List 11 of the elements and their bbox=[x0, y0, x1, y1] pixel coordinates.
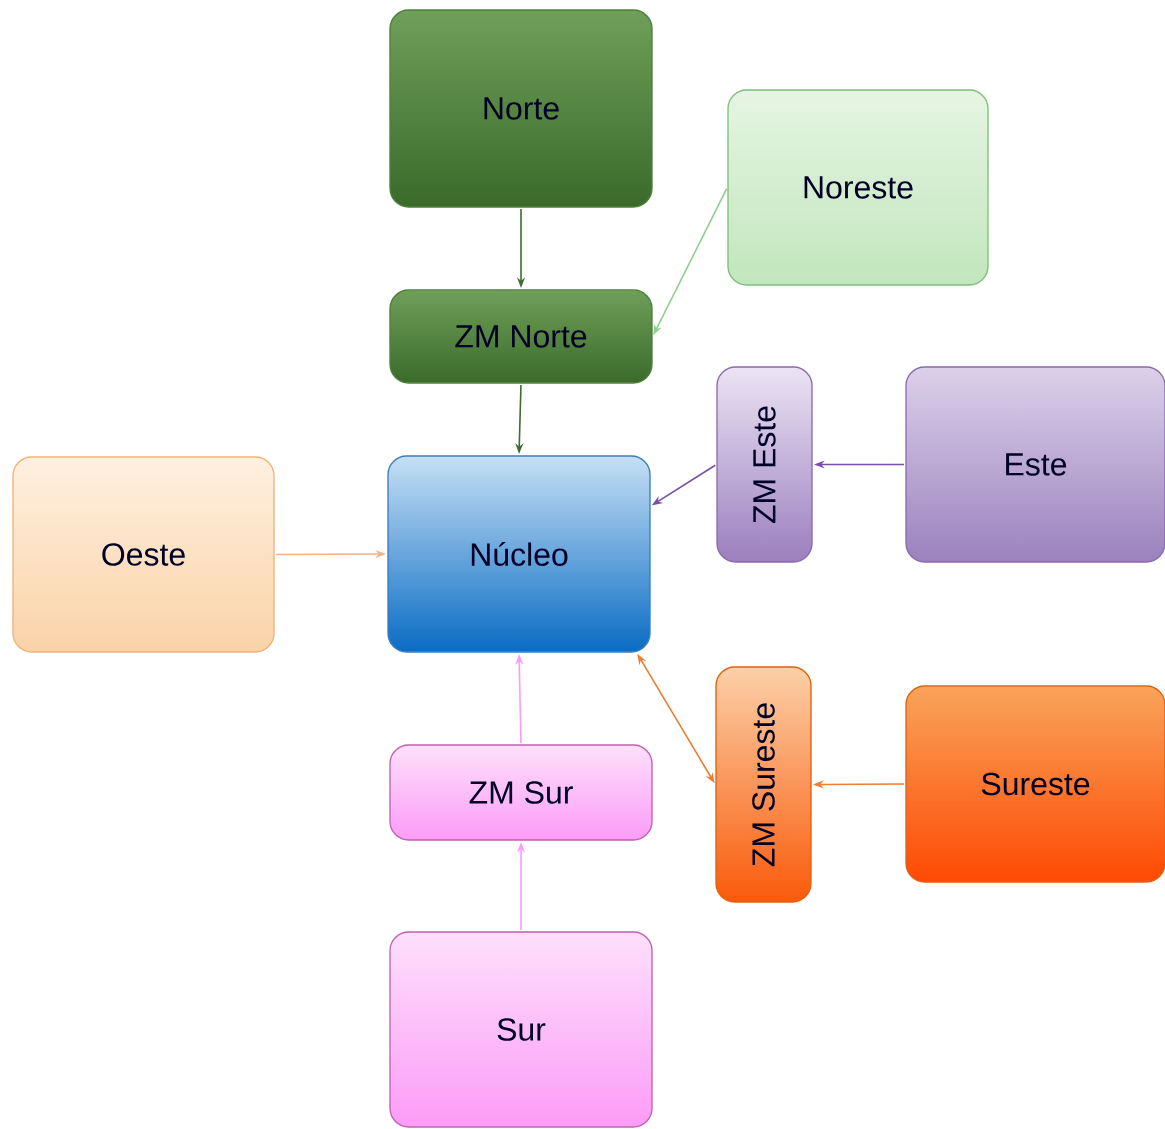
region-box: ZM Norte bbox=[389, 289, 653, 384]
region-box: Sureste bbox=[905, 685, 1165, 883]
region-box: Sur bbox=[389, 931, 653, 1128]
region-box: Oeste bbox=[12, 456, 275, 653]
region-box: ZM Sur bbox=[389, 744, 653, 841]
region-box: Norte bbox=[389, 9, 653, 208]
region-box: Este bbox=[905, 366, 1165, 563]
region-box: Noreste bbox=[727, 89, 989, 286]
region-box: Núcleo bbox=[387, 455, 651, 653]
region-box: ZM Este bbox=[716, 366, 813, 563]
region-box: ZM Sureste bbox=[715, 666, 812, 903]
